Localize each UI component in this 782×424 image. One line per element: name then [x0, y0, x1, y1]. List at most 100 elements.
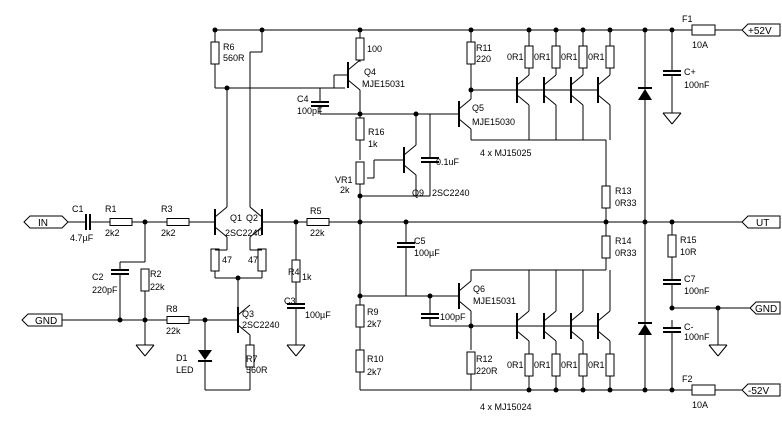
lower-resistor-label-3: 0R1 — [561, 360, 578, 370]
cplus-ref: C+ — [684, 67, 696, 77]
f2-ref: F2 — [682, 374, 693, 384]
c3-value: 100µF — [305, 310, 331, 320]
c2-ref: C2 — [92, 272, 104, 282]
r10-ref: R10 — [367, 354, 384, 364]
r8-value: 22k — [166, 326, 181, 336]
q4-ref: Q4 — [364, 67, 376, 77]
svg-text:IN: IN — [38, 218, 48, 229]
c3-ref: C3 — [284, 296, 296, 306]
f1-value: 10A — [692, 40, 708, 50]
cminus-value: 100nF — [684, 332, 710, 342]
svg-text:GND: GND — [755, 304, 777, 315]
r1-ref: R1 — [105, 204, 117, 214]
q9-value: 2SC2240 — [432, 188, 470, 198]
transistor-q9 — [389, 144, 417, 176]
svg-text:UT: UT — [756, 218, 769, 229]
r7-value: 560R — [246, 365, 268, 375]
upper-transistor-4 — [586, 74, 611, 106]
q9-ref: Q9 — [412, 188, 424, 198]
r4-ref: R4 — [288, 267, 300, 277]
r4-value: 1k — [302, 272, 312, 282]
q2-ref: Q2 — [246, 213, 258, 223]
r11-value: 220 — [476, 54, 491, 64]
r14-ref: R14 — [615, 236, 632, 246]
lower-emitter-resistor-3 — [578, 353, 588, 377]
re2-value: 47 — [248, 255, 258, 265]
lower-resistor-label-2: 0R1 — [534, 360, 551, 370]
c4-ref: C4 — [297, 94, 309, 104]
r15-ref: R15 — [680, 235, 697, 245]
d1-value: LED — [176, 365, 194, 375]
fuse-f2 — [691, 384, 716, 396]
q3-value: 2SC2240 — [242, 320, 280, 330]
r16-value: 1k — [368, 139, 378, 149]
q1-value: 2SC2240 — [225, 228, 263, 238]
q3-ref: Q3 — [242, 309, 254, 319]
lower-resistor-label-1: 0R1 — [507, 360, 524, 370]
c2-value: 220pF — [92, 285, 118, 295]
re1-value: 47 — [222, 255, 232, 265]
lower-emitter-resistor-4 — [605, 353, 615, 377]
r100-value: 100 — [367, 44, 382, 54]
upper-output-stage: 0R1 0R1 0R1 0R1 — [468, 27, 615, 140]
diode-lower — [638, 324, 652, 335]
r10-value: 2k7 — [367, 367, 382, 377]
transistor-q6 — [444, 280, 472, 312]
svg-text:+52V: +52V — [748, 26, 772, 37]
lower-resistor-label-4: 0R1 — [588, 360, 605, 370]
upper-resistor-label-4: 0R1 — [588, 52, 605, 62]
upper-resistor-label-3: 0R1 — [561, 52, 578, 62]
c4-value: 100pF — [297, 106, 323, 116]
q6-value: MJE15031 — [473, 296, 516, 306]
port-in[interactable]: IN — [23, 215, 69, 229]
q1-ref: Q1 — [230, 213, 242, 223]
lower-transistor-4 — [586, 310, 611, 342]
r1-value: 2k2 — [105, 228, 120, 238]
svg-text:GND: GND — [35, 316, 57, 327]
c1-ref: C1 — [72, 204, 84, 214]
r13-value: 0R33 — [615, 198, 637, 208]
port-out[interactable]: UT — [741, 215, 781, 229]
port-gnd-left[interactable]: GND — [21, 313, 63, 327]
c100-value: 100pF — [440, 312, 466, 322]
r7-ref: R7 — [246, 354, 258, 364]
r13-ref: R13 — [615, 186, 632, 196]
r11-ref: R11 — [476, 43, 492, 53]
transistor-q1 — [200, 206, 228, 238]
upper-emitter-resistor-2 — [551, 45, 561, 69]
r6-value: 560R — [223, 53, 245, 63]
r9-value: 2k7 — [367, 319, 382, 329]
c5-ref: C5 — [414, 236, 426, 246]
r14-value: 0R33 — [615, 248, 637, 258]
lower-emitter-resistor-1 — [524, 353, 534, 377]
c7-ref: C7 — [684, 274, 696, 284]
r15-value: 10R — [680, 247, 697, 257]
c01-value: 0.1uF — [436, 157, 460, 167]
cplus-value: 100nF — [684, 80, 710, 90]
r8-ref: R8 — [166, 304, 178, 314]
q6-ref: Q6 — [473, 284, 485, 294]
port-vminus[interactable]: -52V — [741, 383, 781, 397]
r9-ref: R9 — [367, 307, 379, 317]
cminus-ref: C- — [684, 322, 694, 332]
r3-value: 2k2 — [161, 228, 176, 238]
upper-emitter-resistor-3 — [578, 45, 588, 69]
upper-resistor-label-1: 0R1 — [507, 52, 524, 62]
port-gnd-right[interactable]: GND — [749, 301, 781, 315]
upper-resistor-label-2: 0R1 — [534, 52, 551, 62]
upper-emitter-resistor-4 — [605, 45, 615, 69]
transistor-q4 — [333, 59, 361, 91]
f1-ref: F1 — [682, 14, 693, 24]
r6-ref: R6 — [223, 42, 235, 52]
r3-ref: R3 — [161, 204, 173, 214]
fuse-f1 — [691, 24, 716, 36]
vr1-value: 2k — [340, 185, 350, 195]
q4-value: MJE15031 — [362, 79, 405, 89]
upper-emitter-resistor-1 — [524, 45, 534, 69]
r2-value: 22k — [150, 282, 165, 292]
c7-value: 100nF — [684, 286, 710, 296]
port-vplus[interactable]: +52V — [741, 23, 781, 37]
r12-ref: R12 — [476, 354, 493, 364]
diode-upper — [638, 89, 652, 100]
